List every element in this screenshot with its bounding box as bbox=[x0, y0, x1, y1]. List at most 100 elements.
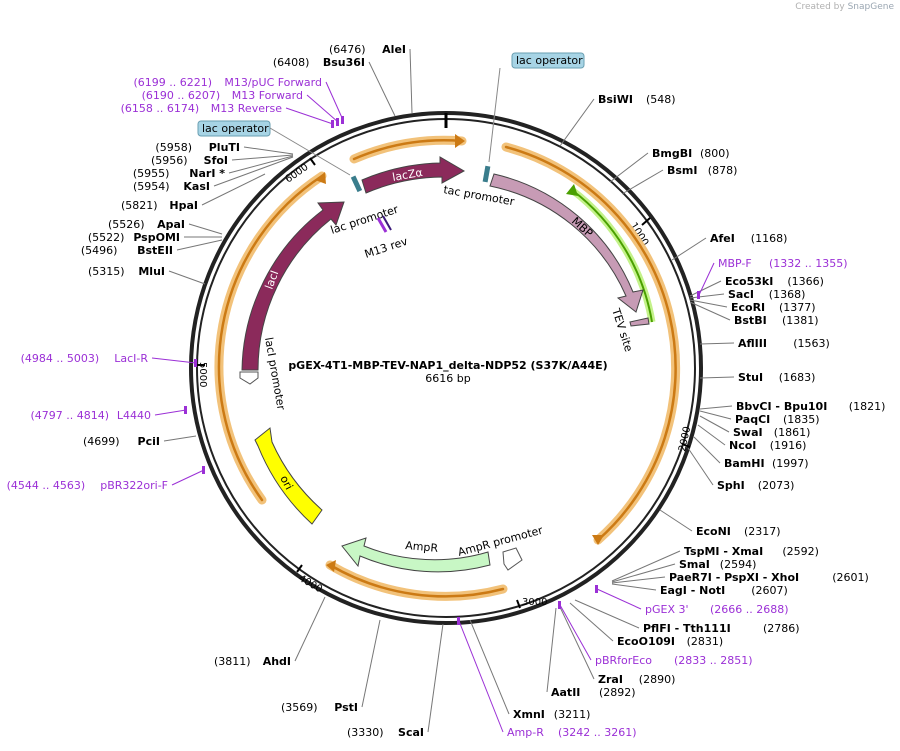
site-SmaI: SmaI bbox=[679, 558, 710, 571]
leader-MBP-F bbox=[698, 262, 715, 296]
primer-pBR322ori-F-pos: (4544 .. 4563) bbox=[7, 479, 86, 492]
tick-1000-mark bbox=[641, 217, 651, 226]
leader-PluTI bbox=[243, 146, 294, 155]
lac-operator-badge-right: lac operator bbox=[488, 52, 585, 163]
site-BsiWI-pos: (548) bbox=[646, 93, 676, 106]
site-AatII: AatII bbox=[551, 686, 580, 699]
orange-arcs bbox=[214, 134, 681, 601]
leader-EcoNI bbox=[659, 509, 693, 532]
site-PciI: PciI bbox=[138, 435, 160, 448]
primer-LacI-R: LacI-R bbox=[114, 352, 148, 365]
badge-bg-right bbox=[511, 52, 585, 69]
leader-PaqCI bbox=[699, 410, 732, 420]
site-BbvCI-pos: (1821) bbox=[849, 400, 886, 413]
primer-mark-M13F bbox=[336, 118, 339, 126]
site-HpaI: HpaI bbox=[169, 199, 198, 212]
site-PaeR7I-pos: (2601) bbox=[832, 571, 869, 584]
leader-pBRforEco bbox=[559, 604, 592, 661]
site-Bsu36I: Bsu36I bbox=[323, 56, 365, 69]
site-NarI: NarI * bbox=[189, 167, 225, 180]
site-MluI: MluI bbox=[138, 265, 165, 278]
site-ScaI-pos: (3330) bbox=[347, 726, 384, 739]
site-AflIII-pos: (1563) bbox=[793, 337, 830, 350]
leader-M13R bbox=[285, 107, 334, 125]
lacI-promoter-label: lacI promoter bbox=[262, 336, 288, 411]
site-KasI: KasI bbox=[183, 180, 210, 193]
site-PaqCI: PaqCI bbox=[735, 413, 770, 426]
tick-2000-mark bbox=[681, 443, 691, 448]
ori-arrow bbox=[254, 427, 323, 525]
leader-BstEII bbox=[176, 239, 223, 251]
tick-6000-mark bbox=[309, 157, 316, 166]
arc-bottom-head bbox=[326, 560, 336, 572]
leader-EagI bbox=[611, 583, 657, 591]
tick-5000: 5000 bbox=[197, 362, 208, 387]
site-AflIII: AflIII bbox=[738, 337, 767, 350]
leader-KasI bbox=[213, 156, 294, 187]
leader-AflIII bbox=[699, 342, 735, 345]
tick-4000-mark bbox=[296, 564, 303, 573]
leader-EcoO109I bbox=[569, 602, 614, 642]
site-TspMI-pos: (2592) bbox=[782, 545, 819, 558]
leader-Bsu36I bbox=[368, 61, 396, 117]
credit-brand: SnapGene bbox=[847, 2, 894, 12]
leader-PflFI bbox=[574, 599, 640, 629]
site-BsmI-pos: (878) bbox=[708, 164, 738, 177]
primer-pBRforEco: pBRforEco bbox=[595, 654, 652, 667]
leader-AatII bbox=[546, 607, 557, 693]
arc-left-head bbox=[315, 172, 326, 184]
primer-mark-M13pUC bbox=[341, 116, 344, 124]
leader-MluI bbox=[168, 270, 206, 285]
leader-pBR322ori-F bbox=[171, 469, 205, 486]
site-BstBI-pos: (1381) bbox=[782, 314, 819, 327]
leader-LacI-R bbox=[151, 357, 197, 364]
lacZa-label: lacZα bbox=[391, 166, 423, 184]
site-StuI: StuI bbox=[738, 371, 763, 384]
site-PflFI: PflFI - Tth111I bbox=[643, 622, 731, 635]
primer-M13R-pos: (6158 .. 6174) bbox=[121, 102, 200, 115]
green-arc-head bbox=[566, 184, 578, 196]
primer-mark-L4440 bbox=[184, 406, 187, 414]
site-SfoI: SfoI bbox=[204, 154, 228, 167]
site-BmgBI: BmgBI bbox=[652, 147, 692, 160]
leader-BstBI bbox=[689, 301, 731, 321]
site-EcoO109I-pos: (2831) bbox=[687, 635, 724, 648]
site-ScaI: ScaI bbox=[398, 726, 424, 739]
MBP-arrow bbox=[489, 173, 644, 313]
TEV-site-label: TEV site bbox=[609, 306, 636, 354]
M13-rev-label: M13 rev bbox=[363, 235, 410, 261]
primer-mark-pBR322ori-F bbox=[202, 466, 205, 474]
site-Eco53kI: Eco53kI bbox=[725, 275, 773, 288]
site-NarI-pos: (5955) bbox=[133, 167, 170, 180]
leader-M13F bbox=[306, 94, 339, 123]
leader-L4440 bbox=[154, 409, 187, 416]
leader-HpaI bbox=[201, 173, 266, 206]
site-TspMI: TspMI - XmaI bbox=[684, 545, 763, 558]
site-PstI-pos: (3569) bbox=[281, 701, 318, 714]
site-BamHI-pos: (1997) bbox=[772, 457, 809, 470]
green-arc bbox=[571, 189, 653, 323]
site-PciI-pos: (4699) bbox=[83, 435, 120, 448]
tick-2000: 2000 bbox=[677, 425, 693, 452]
site-labels: BsiWI(548)BmgBI(800)BsmI(878)AfeI(1168)E… bbox=[7, 43, 886, 739]
lacZa-arrow bbox=[361, 156, 466, 194]
leader-PaeR7I bbox=[611, 576, 666, 584]
site-ApaI: ApaI bbox=[157, 218, 185, 231]
leader-PstI bbox=[361, 619, 381, 708]
plasmid-size: 6616 bp bbox=[425, 372, 470, 385]
site-EcoNI: EcoNI bbox=[696, 525, 731, 538]
primer-L4440-pos: (4797 .. 4814) bbox=[30, 409, 109, 422]
site-EcoNI-pos: (2317) bbox=[744, 525, 781, 538]
site-AatII-pos: (2892) bbox=[599, 686, 636, 699]
AmpR-arrow bbox=[341, 537, 491, 573]
primer-Amp-R-pos: (3242 .. 3261) bbox=[558, 726, 637, 739]
site-XmnI-pos: (3211) bbox=[554, 708, 591, 721]
leader-ZraI bbox=[559, 606, 595, 680]
primer-L4440: L4440 bbox=[117, 409, 151, 422]
primer-MBP-F: MBP-F bbox=[718, 257, 752, 270]
snapgene-credit: Created by SnapGene bbox=[795, 2, 894, 12]
site-EagI: EagI - NotI bbox=[660, 584, 725, 597]
plasmid-name: pGEX-4T1-MBP-TEV-NAP1_delta-NDP52 (S37K/… bbox=[288, 359, 607, 372]
site-BsiWI: BsiWI bbox=[598, 93, 633, 106]
leader-PciI bbox=[163, 435, 197, 442]
